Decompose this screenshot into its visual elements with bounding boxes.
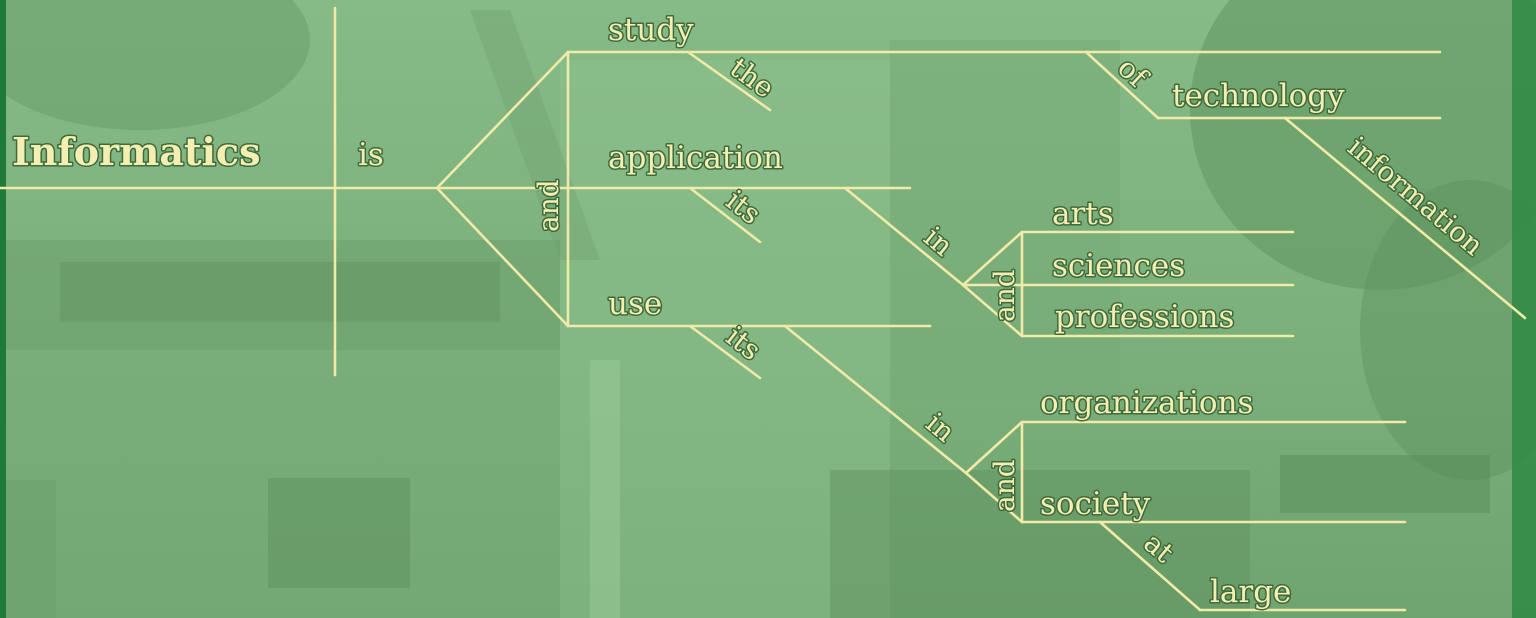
large-word: large [1210, 574, 1291, 610]
of-slant [1084, 50, 1160, 120]
application-conjunction-word: and [988, 269, 1021, 322]
use-conjunction-word: and [988, 459, 1021, 512]
subject-word: Informatics [12, 129, 260, 174]
technology-word: technology [1172, 78, 1345, 114]
fork-lower [435, 186, 570, 328]
professions-fork [961, 283, 1024, 338]
use-in-slant [783, 324, 968, 475]
application-word: application [608, 140, 783, 176]
society-word: society [1040, 486, 1151, 522]
sciences-word: sciences [1052, 248, 1185, 284]
application-its-slant [688, 186, 762, 244]
arts-word: arts [1052, 196, 1114, 232]
main-conjunction-word: and [532, 179, 565, 232]
organizations-fork [964, 420, 1024, 475]
verb-word: is [358, 137, 384, 173]
arts-fork [961, 230, 1024, 287]
use-word: use [608, 286, 662, 322]
society-fork [964, 471, 1024, 524]
professions-word: professions [1055, 299, 1234, 335]
diagram-lines [0, 6, 1527, 612]
application-in-slant [843, 186, 965, 287]
use-its-slant [688, 324, 762, 380]
information-slant [1283, 116, 1527, 320]
fork-upper [435, 50, 570, 190]
organizations-word: organizations [1040, 385, 1253, 421]
study-word: study [608, 12, 694, 48]
at-slant [1098, 520, 1202, 612]
the-slant [686, 50, 772, 112]
